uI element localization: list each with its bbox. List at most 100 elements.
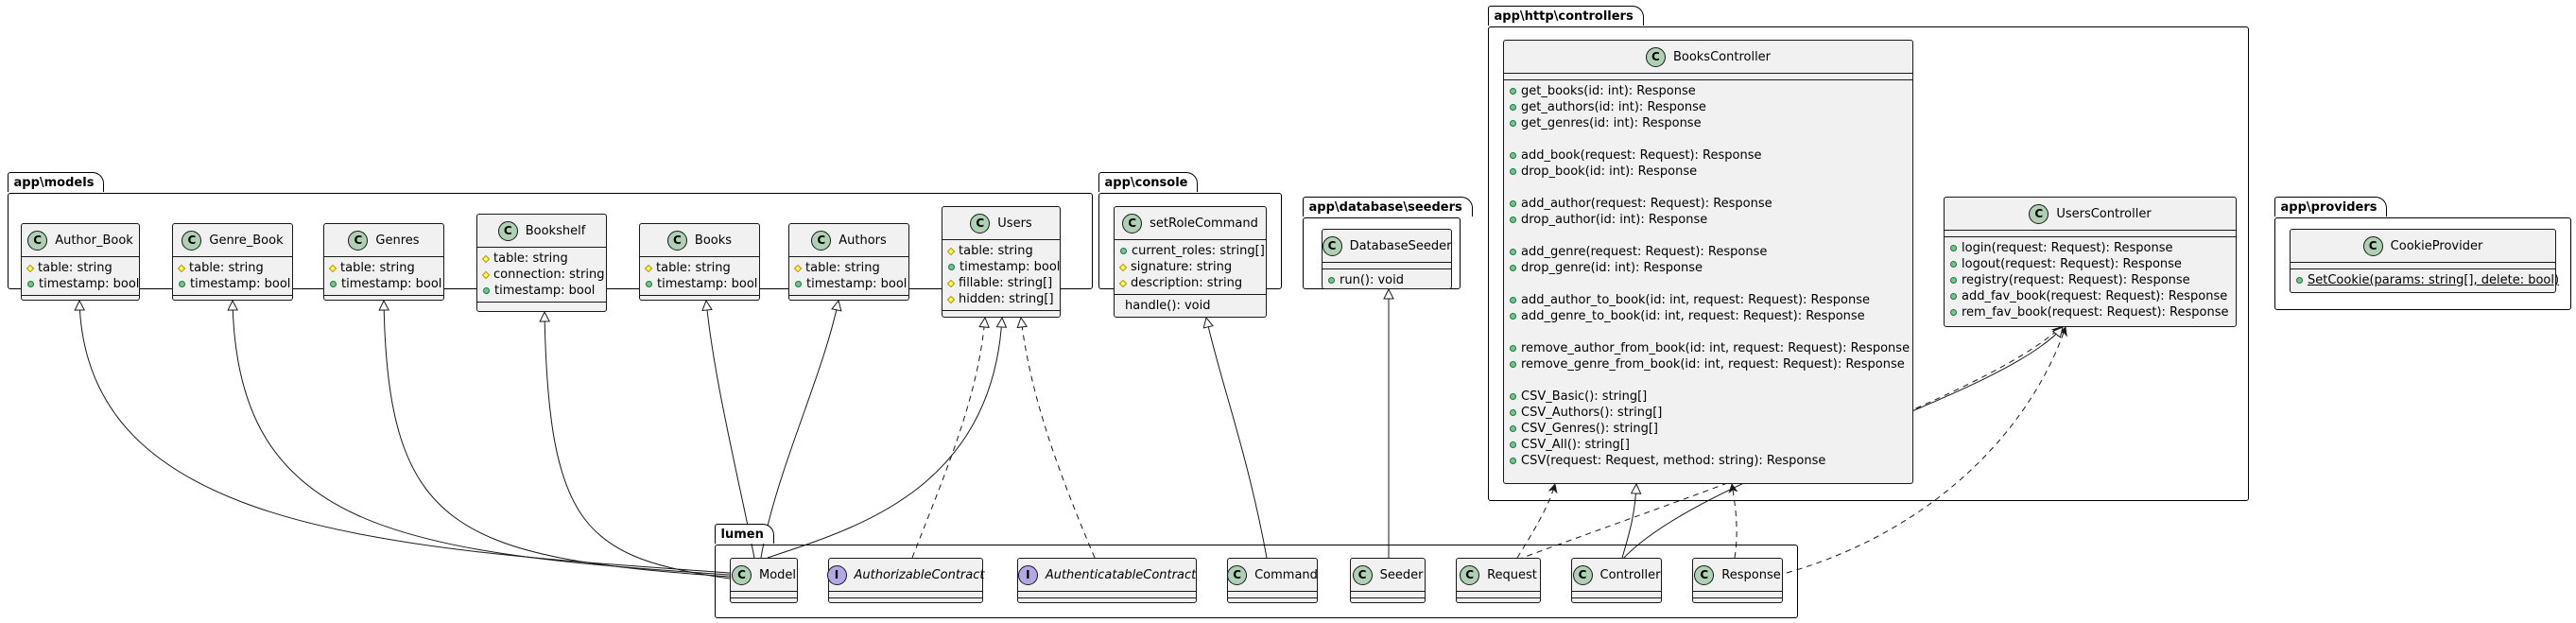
methods-section: SetCookie(params: string[], delete: bool… — [2291, 269, 2559, 291]
fields-section — [1572, 592, 1661, 598]
public-icon — [1510, 393, 1516, 400]
public-icon — [1510, 313, 1516, 320]
protected-icon — [26, 264, 35, 272]
edge-authenticatable-users — [1021, 318, 1096, 559]
class-name: Genre_Book — [209, 233, 284, 248]
package-label: app\database\seeders — [1302, 197, 1473, 216]
public-icon — [1510, 297, 1516, 303]
class-name: Response — [1721, 567, 1781, 582]
field: signature: string — [1131, 260, 1233, 274]
class-icon: C — [731, 564, 752, 585]
field: table: string — [189, 261, 264, 275]
class-name: Author_Book — [55, 233, 133, 248]
methods-section: run(): void — [1323, 269, 1451, 291]
package-app-console: app\console — [1098, 172, 1282, 289]
field: current_roles: string[] — [1132, 244, 1265, 258]
methods-section: login(request: Request): Response logout… — [1945, 237, 2236, 323]
class-icon: C — [666, 230, 687, 251]
method: CSV_Basic(): string[] — [1521, 389, 1648, 404]
method: get_genres(id: int): Response — [1521, 116, 1702, 130]
class-name: UsersController — [2056, 206, 2152, 221]
method: run(): void — [1340, 273, 1404, 287]
method: get_authors(id: int): Response — [1521, 100, 1706, 114]
edge-model-bookshelf — [545, 312, 731, 580]
fields-section: table: string timestamp: bool — [640, 257, 759, 296]
methods-section — [640, 296, 759, 307]
public-icon — [1510, 345, 1516, 352]
package-label: app\providers — [2273, 197, 2388, 216]
method: add_genre_to_book(id: int, request: Requ… — [1521, 309, 1865, 323]
methods-section — [477, 303, 606, 314]
fields-section: table: string timestamp: bool — [789, 257, 908, 296]
field: hidden: string[] — [959, 292, 1054, 306]
class-icon: C — [1645, 46, 1666, 67]
field: timestamp: bool — [39, 277, 140, 291]
class-name: Genres — [375, 233, 420, 248]
class-icon: C — [1352, 564, 1373, 585]
package-label: app\http\controllers — [1487, 6, 1644, 26]
fields-section — [1018, 592, 1196, 598]
protected-icon — [946, 295, 956, 303]
class-icon: C — [497, 220, 518, 241]
method: drop_genre(id: int): Response — [1521, 261, 1703, 275]
method: CSV_Genres(): string[] — [1521, 422, 1658, 436]
public-icon — [1950, 309, 1957, 316]
class-icon: C — [1122, 213, 1143, 234]
methods-section — [22, 296, 139, 307]
edge-model-authors — [760, 301, 838, 559]
fields-section — [1945, 231, 2236, 237]
protected-icon — [481, 254, 491, 263]
method: CSV_All(): string[] — [1521, 438, 1630, 452]
method: drop_book(id: int): Response — [1521, 164, 1698, 179]
method: remove_author_from_book(id: int, request… — [1521, 341, 1910, 355]
methods-section — [1693, 598, 1782, 604]
public-icon — [1510, 120, 1516, 127]
methods-section — [1351, 598, 1425, 604]
field: timestamp: bool — [494, 284, 596, 298]
field: timestamp: bool — [190, 277, 291, 291]
field: table: string — [656, 261, 731, 275]
fields-section: table: string timestamp: bool fillable: … — [942, 240, 1060, 311]
method: add_author_to_book(id: int, request: Req… — [1521, 293, 1870, 307]
method: login(request: Request): Response — [1962, 241, 2173, 255]
public-icon — [1510, 152, 1516, 159]
field: table: string — [38, 261, 112, 275]
class-name: DatabaseSeeder — [1349, 238, 1452, 253]
protected-icon — [946, 247, 956, 255]
protected-icon — [946, 279, 956, 287]
method: registry(request: Request): Response — [1962, 273, 2190, 287]
method: SetCookie(params: string[], delete: bool… — [2308, 273, 2560, 287]
field: fillable: string[] — [959, 276, 1053, 290]
method: CSV(request: Request, method: string): R… — [1521, 454, 1826, 468]
protected-icon — [177, 264, 186, 272]
methods-section — [942, 311, 1060, 322]
methods-section — [1572, 598, 1661, 604]
methods-section: handle(): void — [1115, 295, 1266, 317]
package-label: app\console — [1098, 172, 1199, 192]
public-icon — [1328, 277, 1335, 284]
methods-section — [324, 296, 443, 307]
fields-section: table: string timestamp: bool — [22, 257, 139, 296]
edge-model-genre-book — [233, 301, 731, 576]
methods-section: get_books(id: int): Response get_authors… — [1504, 80, 1912, 472]
